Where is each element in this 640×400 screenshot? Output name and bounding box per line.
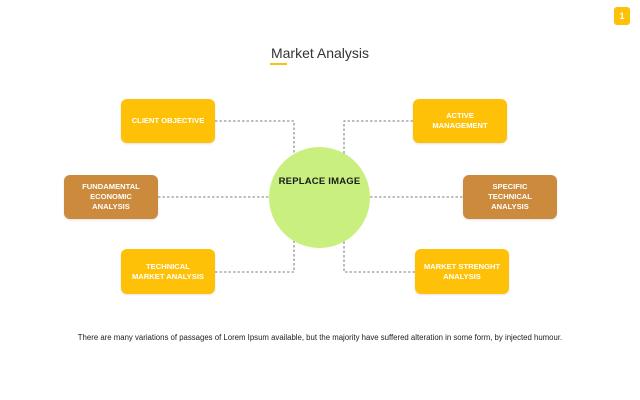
specific-technical-analysis-box: SPECIFIC TECHNICAL ANALYSIS [463, 175, 557, 219]
center-image-placeholder: REPLACE IMAGE [269, 147, 370, 248]
technical-market-analysis-box: TECHNICAL MARKET ANALYSIS [121, 249, 215, 294]
center-label: REPLACE IMAGE [278, 176, 361, 187]
connector-client-objective [215, 120, 295, 158]
footer-description: There are many variations of passages of… [77, 333, 563, 342]
client-objective-box: CLIENT OBJECTIVE [121, 99, 215, 143]
title-underline [270, 63, 287, 65]
fundamental-economic-analysis-box: FUNDAMENTAL ECONOMIC ANALYSIS [64, 175, 158, 219]
page-number-badge: 1 [614, 7, 630, 25]
market-strength-analysis-box: MARKET STRENGHT ANALYSIS [415, 249, 509, 294]
connector-technical-market [215, 237, 295, 273]
active-management-box: ACTIVE MANAGEMENT [413, 99, 507, 143]
connector-market-strength [343, 237, 415, 273]
page-title: Market Analysis [270, 45, 370, 61]
connector-active-management [343, 120, 413, 158]
